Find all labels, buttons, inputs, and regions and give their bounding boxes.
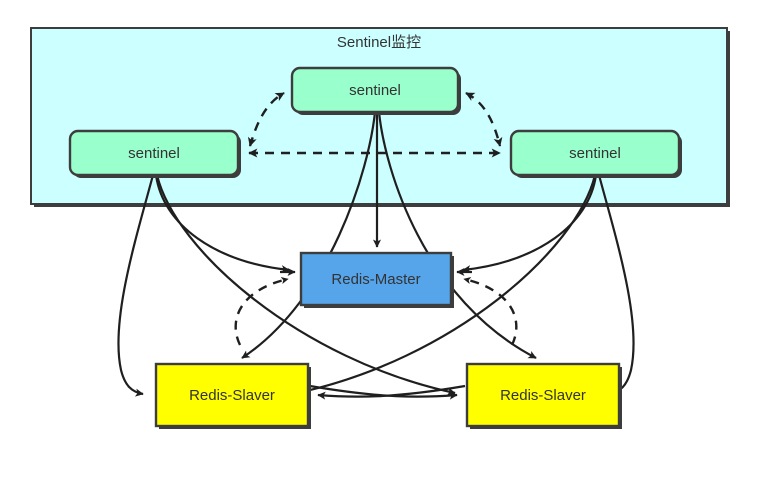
sentinel-top-box[interactable] — [290, 66, 460, 114]
edge-sentinel-top-to-slaver-left — [241, 111, 377, 359]
edge-master-to-slaver-left-dashed — [234, 276, 289, 346]
edge-sentinel-right-to-slaver-right — [597, 174, 635, 397]
edge-sentinel-right-to-master — [462, 174, 598, 274]
edge-slaver-right-to-slaver-left — [317, 384, 466, 400]
sentinel-left-box[interactable] — [68, 129, 240, 177]
node-redis-slaver-right[interactable]: Redis-Slaver — [465, 362, 622, 429]
redis-master-box[interactable] — [299, 251, 453, 307]
group-title-label: Sentinel监控 — [337, 34, 421, 51]
redis-slaver-left-box[interactable] — [154, 362, 310, 428]
node-sentinel-right[interactable]: sentinel — [509, 129, 682, 178]
node-redis-master[interactable]: Redis-Master — [299, 251, 454, 308]
sentinel-right-box[interactable] — [509, 129, 681, 177]
edge-sentinel-right-to-slaver-left — [296, 174, 597, 396]
edge-sentinel-left-to-slaver-right — [155, 174, 456, 396]
redis-slaver-right-box[interactable] — [465, 362, 621, 428]
edge-sentinel-left-to-slaver-left — [117, 174, 155, 397]
node-sentinel-top[interactable]: sentinel — [290, 66, 461, 115]
node-sentinel-left[interactable]: sentinel — [68, 129, 241, 178]
edge-sentinel-left-to-top — [247, 91, 285, 147]
node-redis-slaver-left[interactable]: Redis-Slaver — [154, 362, 311, 429]
edge-sentinel-top-to-slaver-right — [377, 111, 537, 359]
edge-layer — [117, 91, 635, 400]
edge-master-to-slaver-right-dashed — [463, 276, 518, 346]
edge-sentinel-left-to-master — [154, 174, 290, 274]
edge-sentinel-top-to-right — [465, 91, 503, 147]
